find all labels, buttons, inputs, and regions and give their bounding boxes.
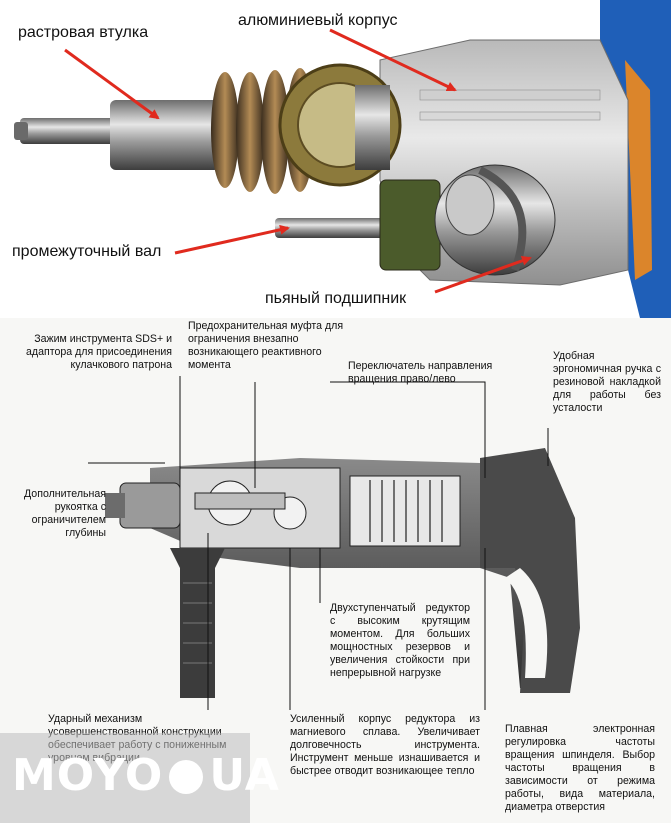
label-shaft: промежуточный вал xyxy=(12,243,162,260)
leader-lines xyxy=(88,376,549,710)
spindle-tip xyxy=(20,118,115,144)
note-side-handle: Дополнительная рукоятка с ограничителем … xyxy=(24,488,106,539)
note-handle: Удобная эргономичная ручка с резиновой н… xyxy=(553,350,661,414)
note-gearbox: Двухступенчатый редуктор с высоким крутя… xyxy=(330,602,470,679)
chuck xyxy=(119,482,181,529)
sleeve xyxy=(110,100,220,170)
note-speed: Плавная электронная регулировка частоты … xyxy=(505,723,655,813)
label-housing: алюминиевый корпус xyxy=(238,12,398,29)
intermediate-shaft xyxy=(275,218,395,238)
note-housing: Усиленный корпус редуктора из магниевого… xyxy=(290,713,480,777)
rear-handle xyxy=(480,448,580,693)
watermark-left: MOYO xyxy=(12,750,164,801)
note-clutch: Предохранительная муфта для ограничения … xyxy=(188,320,344,371)
arrow-housing xyxy=(329,28,457,92)
drill-cutaway-diagram xyxy=(88,376,580,710)
arrow-bearing xyxy=(434,255,532,294)
motor-cutaway xyxy=(349,475,461,547)
label-sleeve: растровая втулка xyxy=(18,24,149,41)
watermark-logo: MOYO UA xyxy=(12,750,280,801)
watermark-right: UA xyxy=(209,750,280,801)
drill-internals-photo xyxy=(0,0,671,318)
note-switch: Переключатель направления вращения право… xyxy=(348,360,493,385)
arrow-sleeve xyxy=(64,48,160,120)
arrow-shaft xyxy=(174,224,290,255)
wobble-bearing xyxy=(434,164,556,276)
watermark-dot xyxy=(169,760,204,794)
label-bearing: пьяный подшипник xyxy=(265,290,407,307)
watermark-band xyxy=(0,733,250,823)
note-sds: Зажим инструмента SDS+ и адаптора для пр… xyxy=(26,333,172,371)
